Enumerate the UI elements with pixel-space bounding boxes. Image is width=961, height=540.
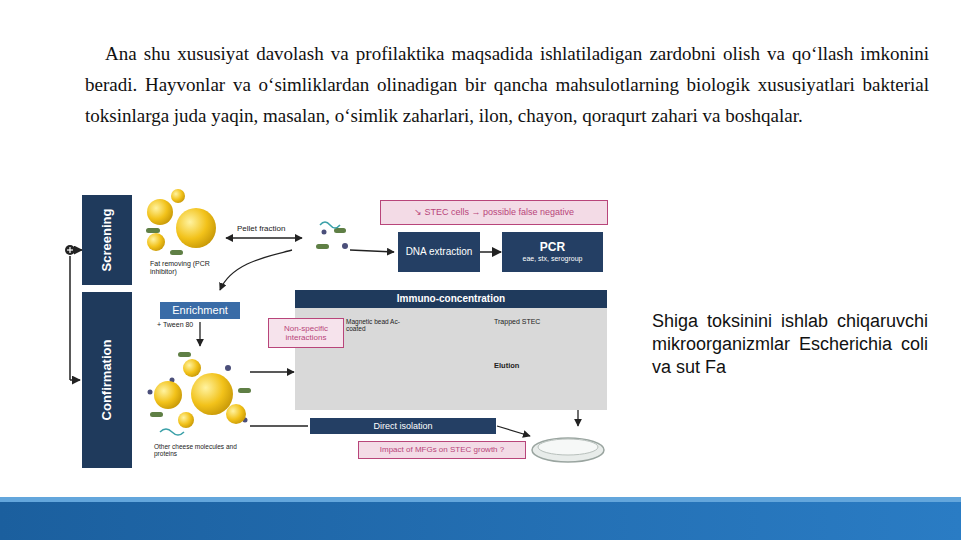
box-label: Non-specific interactions xyxy=(269,324,343,342)
box-label: Screening xyxy=(100,209,115,272)
footer-stripe xyxy=(0,497,961,502)
box-label: Confirmation xyxy=(100,340,115,421)
stage-band: Confirmation xyxy=(82,292,132,468)
diagram-ground xyxy=(62,188,622,474)
box-label: ↘ STEC cells → possible false negative xyxy=(410,207,578,217)
annotation: Magnetic bead Ac-coated xyxy=(346,318,404,333)
process-box: DNA extraction xyxy=(398,232,480,272)
step-box: Enrichment xyxy=(160,302,240,319)
process-box: PCReae, stx, serogroup xyxy=(502,232,603,272)
warning-box: Impact of MFGs on STEC growth ? xyxy=(358,441,526,459)
box-label: Enrichment xyxy=(168,304,232,317)
method-panel: Immuno-concentration xyxy=(295,290,607,410)
footer-band xyxy=(0,497,961,540)
warning-box: ↘ STEC cells → possible false negative xyxy=(380,200,608,225)
annotation: Pellet fraction xyxy=(237,224,307,233)
plus-circle xyxy=(65,245,75,255)
fat-globules xyxy=(147,189,216,251)
fat-globules xyxy=(154,359,246,428)
side-text: Shiga toksinini ishlab chiqaruvchi mikro… xyxy=(652,310,928,379)
box-label: DNA extraction xyxy=(402,246,477,258)
box-label: Immuno-concentration xyxy=(295,290,607,308)
warning-box: Non-specific interactions xyxy=(268,318,344,348)
annotation: Fat removing (PCR inhibitor) xyxy=(150,260,230,276)
feedback-line xyxy=(70,250,82,380)
step-bar: Direct isolation xyxy=(310,418,496,434)
petri-dish xyxy=(532,438,604,462)
annotation: Elution xyxy=(494,362,534,371)
annotation: Trapped STEC xyxy=(494,318,554,326)
box-label: PCR xyxy=(536,241,569,255)
paragraph: Ana shu xususiyat davolash va profilakti… xyxy=(85,38,929,131)
protein-strand xyxy=(160,429,184,435)
flow-arrow xyxy=(480,251,501,253)
box-sublabel: eae, stx, serogroup xyxy=(519,255,587,263)
annotation: + Tween 80 xyxy=(157,321,217,329)
box-label: Impact of MFGs on STEC growth ? xyxy=(376,445,508,454)
stage-band: Screening xyxy=(82,195,132,285)
box-label: Direct isolation xyxy=(369,421,436,431)
annotation: Other cheese molecules and proteins xyxy=(154,443,249,458)
protein-strand xyxy=(320,222,340,228)
